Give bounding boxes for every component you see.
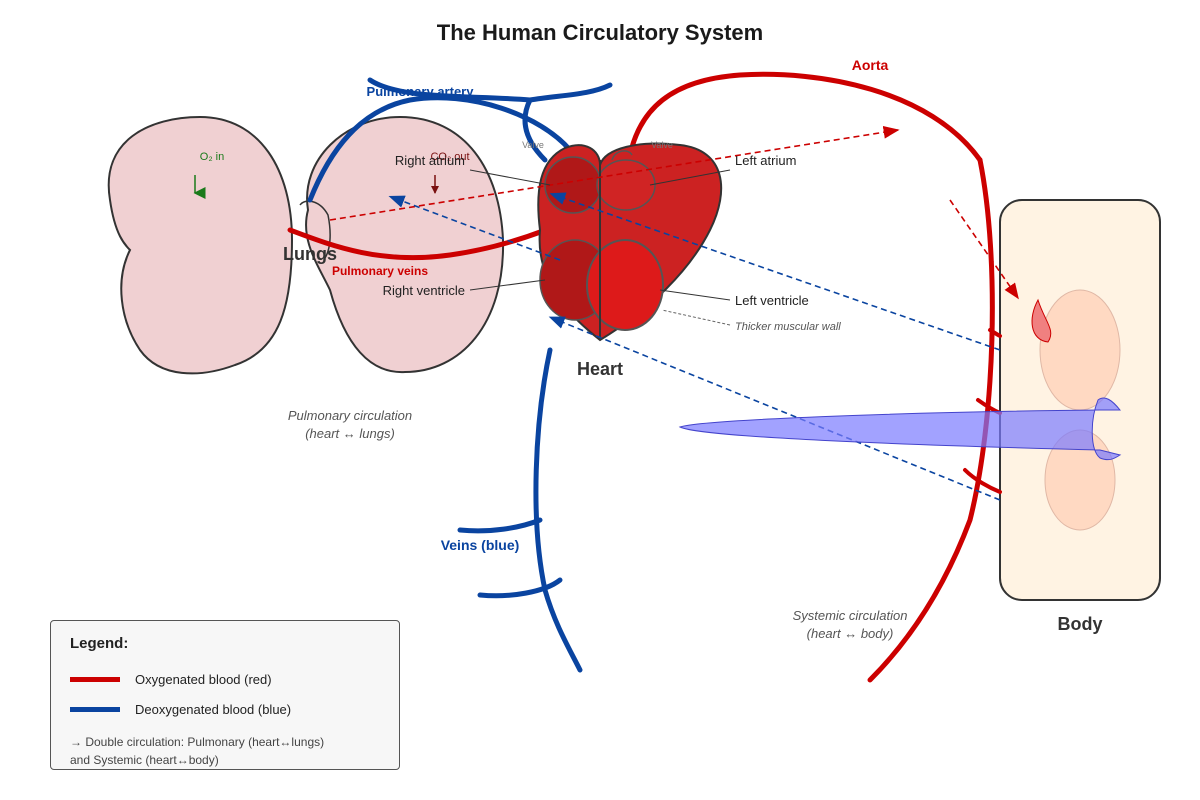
lungs-label: Lungs	[283, 244, 337, 264]
flow-heart-to-lungs	[388, 195, 561, 261]
flow-body-to-heart-upper	[549, 192, 1001, 351]
pulmonary-circulation-sub: (heart ↔ lungs)	[305, 426, 395, 441]
left-atrium-chamber	[596, 159, 656, 211]
left-ventricle-chamber	[586, 239, 664, 331]
heart-label: Heart	[577, 359, 623, 379]
body-artery-upper	[988, 328, 1002, 338]
body-box	[999, 199, 1161, 601]
legend: Legend: Oxygenated blood (red) Deoxygena…	[50, 620, 400, 770]
left-atrium-label: Left atrium	[735, 153, 796, 168]
legend-deoxygenated-label: Deoxygenated blood (blue)	[135, 701, 292, 717]
descending-aorta	[867, 157, 995, 683]
vein-branch-upper	[457, 517, 543, 534]
diagram-title: The Human Circulatory System	[437, 20, 763, 45]
vena-cava	[533, 347, 583, 673]
pulmonary-veins-label: Pulmonary veins	[332, 264, 428, 278]
valve-left-label: Valve	[522, 140, 544, 150]
veins-label: Veins (blue)	[441, 537, 520, 553]
systemic-circulation-sub: (heart ↔ body)	[807, 626, 894, 641]
body-flame-shape	[1031, 298, 1052, 343]
pulmonary-artery-to-lung	[307, 95, 573, 203]
leader-lines	[469, 169, 731, 326]
heart	[537, 142, 723, 342]
legend-row-deoxygenated: Deoxygenated blood (blue)	[70, 694, 380, 724]
right-atrium-chamber	[544, 156, 602, 214]
flow-lungs-to-aorta	[329, 125, 900, 221]
legend-note: → Double circulation: Pulmonary (heart↔l…	[70, 735, 325, 767]
left-ventricle-label: Left ventricle	[735, 293, 809, 308]
right-atrium-label: Right atrium	[395, 153, 465, 168]
pulmonary-artery-label: Pulmonary artery	[367, 84, 475, 99]
body-artery-lower	[963, 468, 1002, 494]
body-label: Body	[1058, 614, 1103, 634]
bronchus-lobe	[299, 200, 331, 259]
body-return-wedge	[678, 397, 1122, 461]
right-ventricle-label: Right ventricle	[383, 283, 465, 298]
pulmonary-artery-branch	[367, 77, 613, 103]
deoxygenated-vessels	[307, 77, 613, 673]
legend-title: Legend:	[70, 635, 129, 652]
vein-branch-lower	[477, 577, 563, 599]
valve-right-label: Valve	[651, 140, 673, 150]
co2-out-label: CO₂ out	[430, 151, 469, 163]
o2-in-label: O₂ in	[200, 151, 224, 163]
lungs	[107, 115, 505, 375]
legend-oxygenated-label: Oxygenated blood (red)	[135, 671, 272, 687]
flow-body-to-heart-lower	[548, 316, 1001, 501]
right-lung	[305, 115, 505, 374]
body-organ-upper	[1039, 289, 1121, 411]
aorta-label: Aorta	[852, 57, 889, 73]
legend-row-oxygenated: Oxygenated blood (red)	[70, 664, 380, 694]
legend-swatch-red	[70, 676, 120, 682]
systemic-circulation-label: Systemic circulation	[793, 608, 908, 623]
pulmonary-circulation-label: Pulmonary circulation	[288, 408, 412, 423]
pulmonary-artery-branch-2	[522, 97, 548, 163]
thicker-wall-label: Thicker muscular wall	[735, 321, 841, 333]
legend-swatch-blue	[70, 706, 120, 712]
aortic-arch-stub	[611, 150, 633, 161]
left-lung	[107, 115, 294, 375]
flow-arrows	[329, 125, 1019, 501]
aorta	[627, 71, 983, 163]
